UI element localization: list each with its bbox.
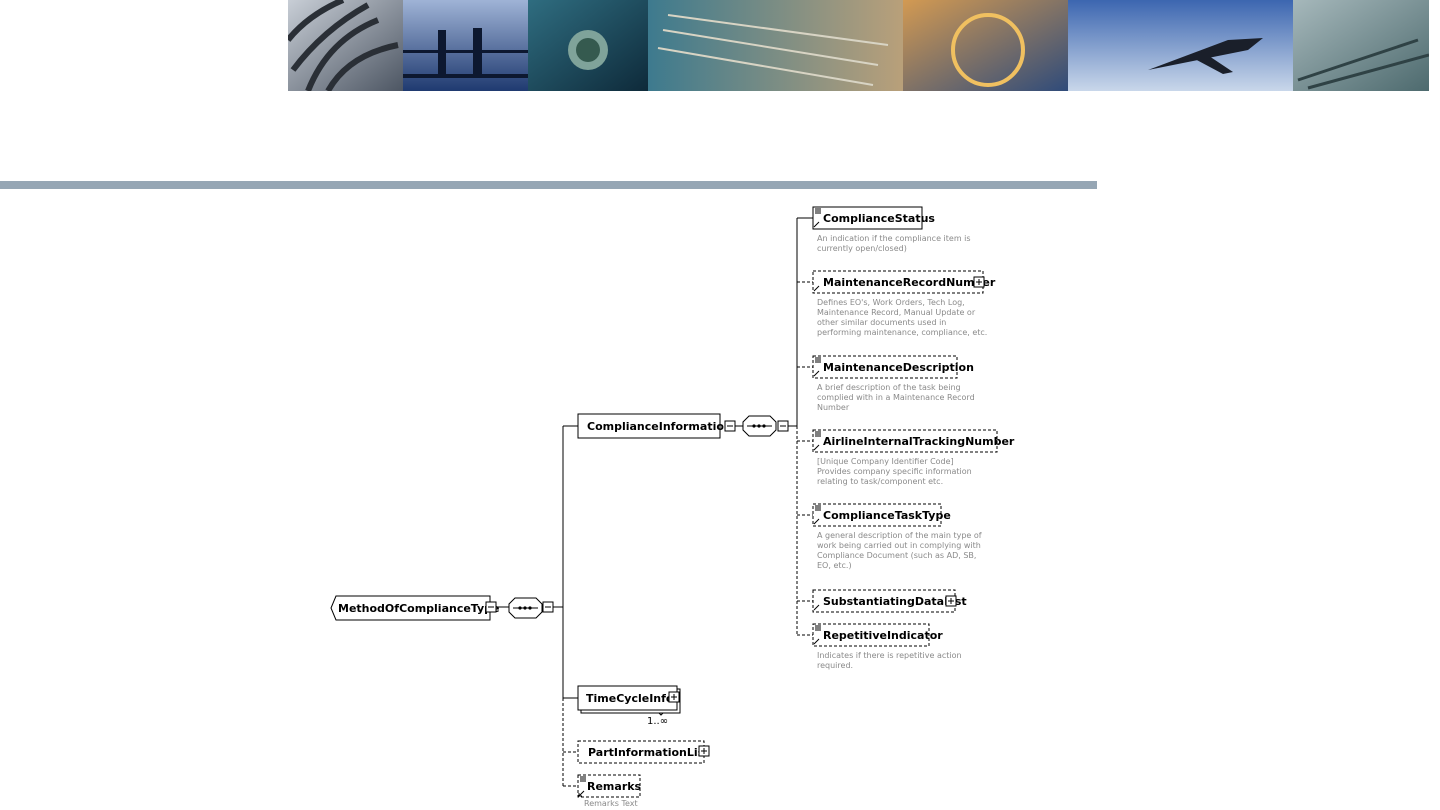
compliance-task-type-description-line: EO, etc.) xyxy=(817,561,852,570)
maintenance-record-number-description-line: performing maintenance, compliance, etc. xyxy=(817,328,987,337)
simple-type-icon xyxy=(815,357,821,363)
substantiating-data-list-node[interactable]: SubstantiatingDataList xyxy=(812,589,967,613)
compliance-status-description-line: currently open/closed) xyxy=(817,244,907,253)
compliance-sequence-compositor xyxy=(742,415,789,437)
reference-arrow-icon xyxy=(813,604,820,611)
root-sequence-compositor xyxy=(508,597,554,619)
repetitive-indicator-description-line: required. xyxy=(817,661,853,670)
remarks-label: Remarks xyxy=(587,780,642,793)
root-element-node[interactable]: MethodOfComplianceType xyxy=(330,595,500,621)
remarks-node[interactable]: Remarks Remarks Text xyxy=(577,774,642,808)
reference-arrow-icon xyxy=(813,444,820,451)
simple-type-icon xyxy=(815,625,821,631)
compliance-information-node[interactable]: ComplianceInformation xyxy=(577,413,736,439)
reference-arrow-icon xyxy=(813,285,820,292)
time-cycle-info-cardinality: 1..∞ xyxy=(647,716,668,727)
maintenance-record-number-description-line: Maintenance Record, Manual Update or xyxy=(817,308,976,317)
maintenance-description-description-line: Number xyxy=(817,403,850,412)
compliance-task-type-description-line: work being carried out in complying with xyxy=(817,541,981,550)
compliance-task-type-description-line: A general description of the main type o… xyxy=(817,531,982,540)
compliance-status-description-line: An indication if the compliance item is xyxy=(817,234,971,243)
airline-internal-tracking-number-description-line: Provides company specific information xyxy=(817,467,972,476)
maintenance-description-description-line: A brief description of the task being xyxy=(817,383,961,392)
airline-internal-tracking-number-label: AirlineInternalTrackingNumber xyxy=(823,435,1015,448)
repetitive-indicator-description-line: Indicates if there is repetitive action xyxy=(817,651,962,660)
maintenance-record-number-label: MaintenanceRecordNumber xyxy=(823,276,996,289)
time-cycle-info-expand-icon[interactable] xyxy=(668,691,680,703)
reference-arrow-icon xyxy=(813,518,820,525)
substantiating-data-list-expand-icon[interactable] xyxy=(945,595,957,607)
part-information-list-node[interactable]: PartInformationList xyxy=(577,740,710,764)
time-cycle-info-node[interactable]: TimeCycleInfo 1..∞ xyxy=(577,685,681,727)
maintenance-description-node[interactable]: MaintenanceDescription A brief descriptio… xyxy=(812,355,975,412)
banner-image xyxy=(288,0,1429,91)
remarks-description: Remarks Text xyxy=(584,799,638,808)
airline-internal-tracking-number-description-line: relating to task/component etc. xyxy=(817,477,943,486)
reference-arrow-icon xyxy=(813,638,820,645)
compliance-information-collapse-icon[interactable] xyxy=(724,420,736,432)
maintenance-record-number-description-line: other similar documents used in xyxy=(817,318,946,327)
compliance-task-type-node[interactable]: ComplianceTaskType A general description … xyxy=(812,503,982,570)
compliance-information-label: ComplianceInformation xyxy=(587,420,732,433)
substantiating-data-list-label: SubstantiatingDataList xyxy=(823,595,967,608)
airline-internal-tracking-number-node[interactable]: AirlineInternalTrackingNumber [Unique Com… xyxy=(812,429,1015,486)
compliance-sequence-collapse-icon[interactable] xyxy=(777,420,789,432)
time-cycle-info-label: TimeCycleInfo xyxy=(586,692,674,705)
compliance-status-label: ComplianceStatus xyxy=(823,212,935,225)
maintenance-record-number-description-line: Defines EO's, Work Orders, Tech Log, xyxy=(817,298,965,307)
compliance-children: ComplianceStatus An indication if the com… xyxy=(812,206,1015,670)
part-information-list-expand-icon[interactable] xyxy=(698,745,710,757)
airline-internal-tracking-number-description-line: [Unique Company Identifier Code] xyxy=(817,457,954,466)
maintenance-record-number-expand-icon[interactable] xyxy=(973,276,985,288)
root-sequence-collapse-icon[interactable] xyxy=(542,601,554,613)
header-banner xyxy=(288,0,1429,91)
reference-arrow-icon xyxy=(813,370,820,377)
compliance-task-type-description-line: Compliance Document (such as AD, SB, xyxy=(817,551,976,560)
repetitive-indicator-label: RepetitiveIndicator xyxy=(823,629,943,642)
root-element-label: MethodOfComplianceType xyxy=(338,602,500,615)
reference-arrow-icon xyxy=(813,221,820,228)
maintenance-description-label: MaintenanceDescription xyxy=(823,361,974,374)
simple-type-icon xyxy=(815,431,821,437)
section-divider xyxy=(0,181,1097,189)
maintenance-description-description-line: complied with in a Maintenance Record xyxy=(817,393,975,402)
part-information-list-label: PartInformationList xyxy=(588,746,709,759)
root-collapse-icon[interactable] xyxy=(485,601,497,613)
compliance-status-node[interactable]: ComplianceStatus An indication if the com… xyxy=(812,206,971,253)
compliance-task-type-label: ComplianceTaskType xyxy=(823,509,951,522)
connector-lines xyxy=(496,217,813,787)
simple-type-icon xyxy=(815,505,821,511)
simple-type-icon xyxy=(815,208,821,214)
